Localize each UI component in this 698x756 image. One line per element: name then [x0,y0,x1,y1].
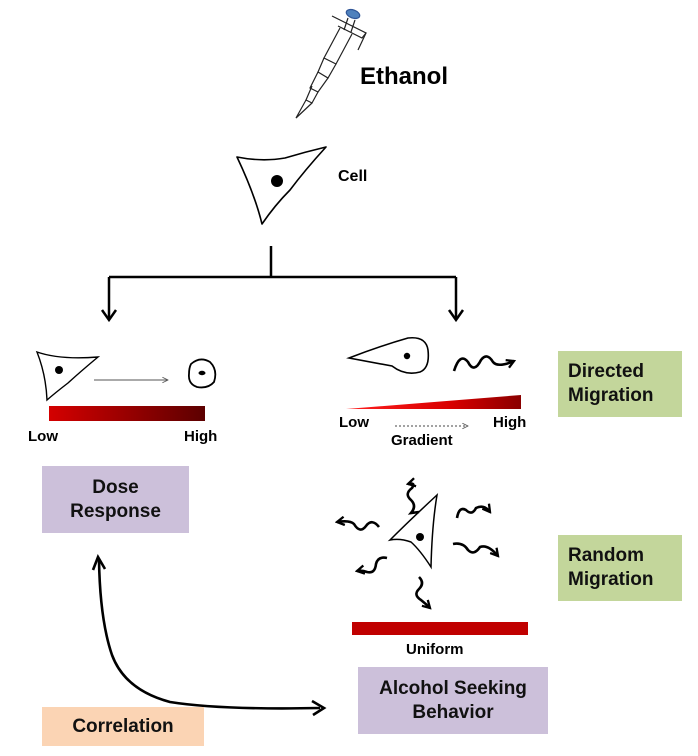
random-motion-squiggles-icon [337,484,498,609]
dose-low-label: Low [28,428,58,445]
uniform-bar [352,622,528,635]
dose-high-label: High [184,428,218,445]
dose-response-line2: Response [70,500,161,522]
random-migration-line1: Random [568,545,644,567]
directed-cell-icon [346,336,430,374]
cell-label: Cell [338,168,368,185]
correlation-box: Correlation [42,707,204,746]
alcohol-seeking-line2: Behavior [412,701,494,723]
cell-icon [236,146,327,225]
stimulus-label: Ethanol [360,63,448,90]
dose-response-box: Dose Response [42,466,189,533]
correlation-arrowhead-top [91,554,107,571]
dose-gradient-bar [49,406,205,421]
directed-migration-line1: Directed [568,361,645,383]
random-cell-icon [387,492,439,570]
alcohol-seeking-line1: Alcohol Seeking [379,677,527,699]
correlation-arrowhead-right [311,699,327,717]
directed-low-label: Low [339,414,369,431]
directed-migration-line2: Migration [568,385,654,406]
random-migration-box: Random Migration [558,535,682,601]
directed-high-label: High [493,414,527,431]
correlation-double-arrow [97,559,321,710]
directed-motion-squiggle-icon [452,355,514,372]
pipette-icon [295,8,367,119]
dose-cell-rounded-icon [188,358,217,389]
directed-gradient-wedge [346,395,521,409]
uniform-label: Uniform [406,641,464,658]
gradient-label: Gradient [391,432,453,449]
correlation-label: Correlation [72,715,174,737]
directed-migration-box: Directed Migration [558,351,682,417]
branch-arrows [100,246,465,323]
dose-cell-before-icon [35,350,101,402]
alcohol-seeking-behavior-box: Alcohol Seeking Behavior [358,667,548,734]
random-migration-line2: Migration [568,569,654,590]
dose-response-line1: Dose [92,476,139,498]
